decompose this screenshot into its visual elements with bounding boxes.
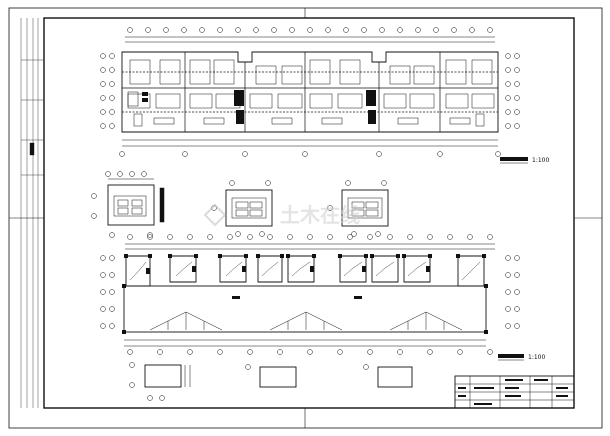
top-grid-bubbles-lower [127, 234, 493, 240]
lower-columns [122, 254, 488, 334]
watermark: 土木在线 [203, 203, 360, 227]
left-grid-bubbles-lower [100, 255, 115, 329]
top-grid-bubbles [127, 27, 493, 33]
upper-building-outline [121, 51, 499, 133]
watermark-text: 土木在线 [280, 203, 360, 227]
bottom-grid-bubbles-upper [119, 151, 501, 157]
bottom-details [129, 362, 413, 401]
lower-plan-title-block: 1:100 [498, 354, 545, 361]
lower-trusses [149, 311, 463, 331]
lower-building-outline [125, 255, 485, 287]
title-block [454, 375, 575, 409]
bottom-grid-bubbles-lower [127, 349, 493, 355]
sheet-inner-border [43, 17, 575, 409]
right-grid-bubbles-lower [505, 255, 520, 329]
upper-furniture [133, 113, 485, 127]
detail-left [91, 171, 165, 238]
centre-marks [9, 8, 602, 428]
upper-unit-walls [122, 52, 498, 132]
left-binding-strip [20, 18, 44, 408]
lower-door-swings [129, 261, 481, 281]
detail-centre [211, 180, 273, 237]
detail-right [327, 180, 389, 237]
left-grid-bubbles-upper [100, 53, 115, 129]
upper-plan-scale: 1:100 [532, 157, 549, 164]
upper-stairs [127, 90, 376, 124]
upper-floor-plan [100, 27, 520, 157]
upper-plan-title-block: 1:100 [500, 157, 549, 164]
lower-floor-plan [100, 234, 520, 355]
upper-rooms [127, 59, 495, 109]
lower-plan-scale: 1:100 [528, 354, 545, 361]
right-grid-bubbles-upper [505, 53, 520, 129]
lower-hatch-markers [146, 266, 430, 299]
